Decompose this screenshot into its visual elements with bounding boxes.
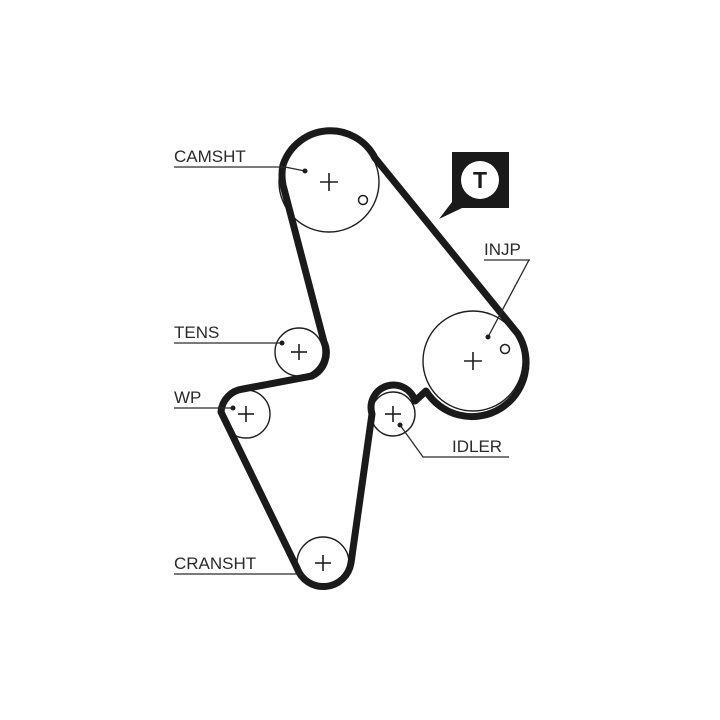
idler-pulley: [370, 391, 416, 437]
tension-badge-letter: T: [473, 167, 487, 193]
tensioner-label: TENS: [174, 323, 219, 342]
injection-pump-label: INJP: [484, 240, 521, 259]
tensioner-pulley: [274, 327, 324, 377]
timing-belt: [217, 127, 530, 591]
camshaft-leader: [174, 166, 306, 172]
tension-badge: T: [439, 152, 509, 219]
camshaft-timing-mark: [357, 194, 369, 206]
water-pump-label: WP: [174, 388, 201, 407]
leader-lines: [174, 166, 530, 577]
idler-leader: [399, 424, 509, 458]
tension-badge-circle: [461, 161, 499, 199]
idler-label: IDLER: [452, 437, 502, 456]
injection-pump-timing-mark: [499, 343, 511, 355]
camshaft-label: CAMSHT: [174, 147, 246, 166]
crankshaft-label: CRANSHT: [174, 554, 256, 573]
